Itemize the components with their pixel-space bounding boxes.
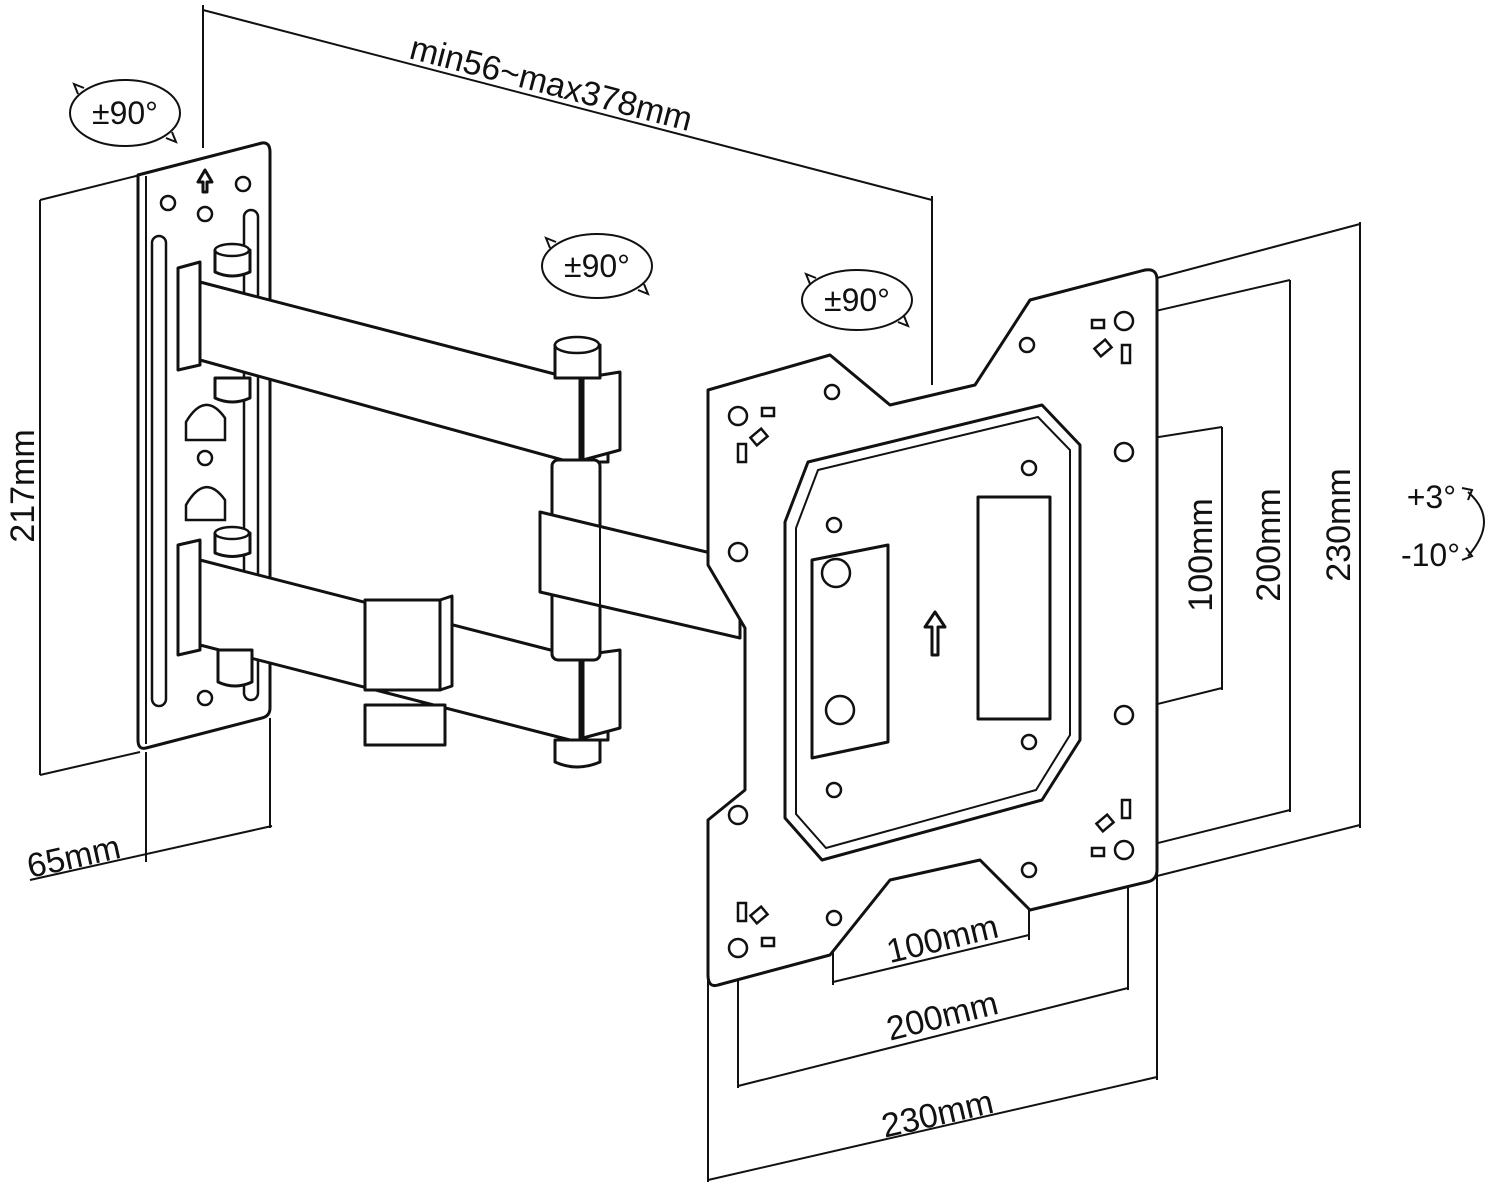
arm-swivel-rotation-icon bbox=[541, 233, 653, 299]
rotation-icons bbox=[69, 79, 1485, 561]
mounting-holes bbox=[727, 310, 1135, 959]
plate-swivel-label: ±90° bbox=[824, 282, 890, 318]
dimension-lines bbox=[29, 5, 1361, 1182]
tilt-arrow-icon bbox=[1461, 487, 1485, 561]
vesa-outer-horizontal-label: 230mm bbox=[878, 1083, 997, 1146]
plate-swivel-rotation-icon bbox=[801, 269, 913, 331]
arm-extension-label: min56~max378mm bbox=[406, 29, 696, 139]
wall-plate-height-label: 217mm bbox=[4, 429, 42, 542]
tilt-up-label: +3° bbox=[1407, 479, 1456, 515]
wall-plate-depth-label: 65mm bbox=[24, 828, 124, 886]
vesa-mid-vertical-label: 200mm bbox=[1250, 488, 1288, 601]
vesa-inner-vertical-label: 100mm bbox=[1182, 498, 1220, 611]
vesa-plate bbox=[706, 268, 1159, 987]
wall-swivel-label: ±90° bbox=[92, 95, 158, 131]
elbow-joint bbox=[538, 458, 742, 662]
vesa-outer-vertical-label: 230mm bbox=[1320, 468, 1358, 581]
wall-swivel-rotation-icon bbox=[69, 79, 181, 147]
vesa-mid-horizontal-label: 200mm bbox=[883, 984, 1002, 1048]
arm-swivel-label: ±90° bbox=[564, 248, 630, 284]
tilt-down-label: -10° bbox=[1401, 537, 1460, 573]
vesa-inner-horizontal-label: 100mm bbox=[883, 908, 1002, 971]
upper-arm bbox=[176, 242, 622, 464]
lower-arm bbox=[176, 525, 622, 769]
